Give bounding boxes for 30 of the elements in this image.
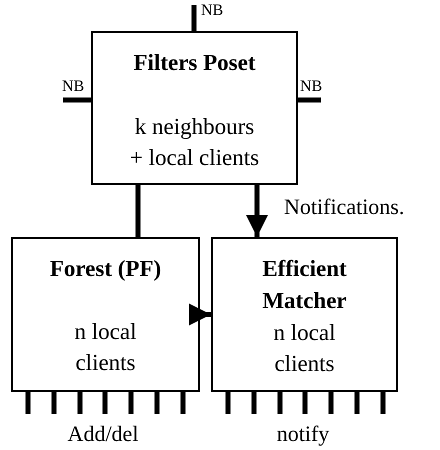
connector-line xyxy=(354,392,360,414)
process-box xyxy=(11,237,200,392)
box-heading: Forest (PF) xyxy=(48,255,162,283)
connector-line xyxy=(328,392,334,414)
connector-line xyxy=(136,185,140,237)
connector-line xyxy=(278,392,282,414)
connector-line xyxy=(78,392,82,414)
connector-line xyxy=(192,5,196,31)
box-text: k neighbours + local clients xyxy=(128,113,260,172)
connector-line xyxy=(26,392,30,414)
port-label: notify xyxy=(276,422,330,446)
box-text: n local clients xyxy=(272,319,336,378)
connector-line xyxy=(52,392,56,414)
box-heading: Filters Poset xyxy=(132,49,256,77)
connector-line xyxy=(102,392,108,414)
box-text: n local clients xyxy=(74,318,138,377)
process-box xyxy=(91,31,298,185)
connector-line xyxy=(154,392,160,414)
connector-line xyxy=(298,98,321,102)
connector-line xyxy=(180,392,186,414)
connector-line xyxy=(128,392,134,414)
connector-line xyxy=(226,392,230,414)
connector-line xyxy=(380,392,386,414)
connector-line xyxy=(252,392,256,414)
arrow xyxy=(246,185,268,237)
process-box xyxy=(211,237,398,392)
port-label: Add/del xyxy=(68,422,138,446)
connector-line xyxy=(63,98,91,102)
connector-line xyxy=(302,392,308,414)
arrow xyxy=(189,304,211,326)
